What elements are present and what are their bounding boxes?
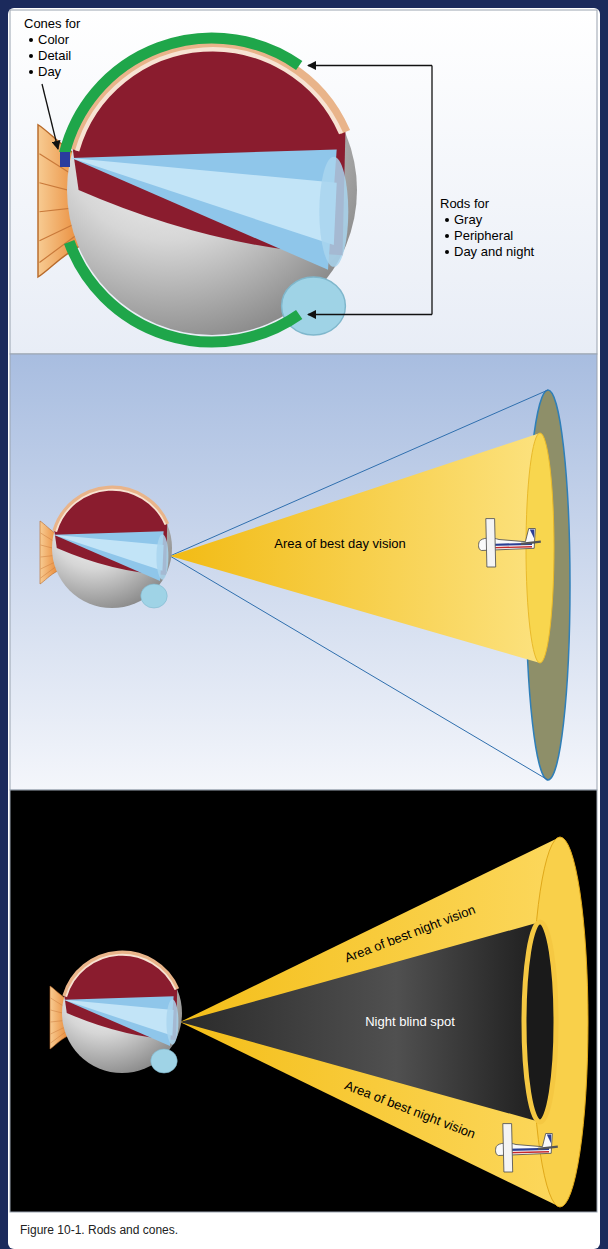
list-item: Day and night bbox=[454, 244, 534, 260]
bullets bbox=[29, 38, 449, 254]
cone-region bbox=[60, 152, 70, 167]
rod-region bbox=[69, 242, 299, 342]
bracket bbox=[431, 66, 432, 315]
blind-spot-cone bbox=[180, 922, 540, 1122]
label-slot: Color bbox=[38, 32, 69, 48]
region-label: Area of best night vision bbox=[342, 1078, 477, 1143]
field-of-view-end bbox=[526, 390, 570, 780]
label-slot: Night blind spot bbox=[365, 1014, 455, 1030]
leader-arrow bbox=[308, 314, 432, 315]
region-label: Night blind spot bbox=[365, 1014, 455, 1030]
label-slot: Area of best day vision bbox=[274, 536, 406, 552]
bullet bbox=[445, 218, 449, 222]
region-label: Area of best night vision bbox=[342, 902, 477, 967]
airplane bbox=[479, 519, 541, 567]
label-slot: Day and night bbox=[454, 244, 534, 260]
label-slot: Cones for bbox=[24, 16, 80, 32]
list-item: Detail bbox=[38, 48, 71, 64]
bullet bbox=[29, 54, 33, 58]
figure-caption: Figure 10-1. Rods and cones. bbox=[20, 1222, 178, 1238]
list-heading: Rods for bbox=[440, 196, 489, 212]
region-label: Area of best day vision bbox=[274, 536, 406, 552]
label-slot: Peripheral bbox=[454, 228, 513, 244]
label-slot: Detail bbox=[38, 48, 71, 64]
label-slot: Area of best night vision bbox=[342, 1078, 477, 1143]
leader-arrow bbox=[308, 65, 432, 66]
bullet bbox=[29, 70, 33, 74]
label-slot: Day bbox=[38, 64, 61, 80]
rod-region bbox=[65, 38, 300, 153]
list-item: Color bbox=[38, 32, 69, 48]
leader-arrow bbox=[42, 84, 58, 149]
caption-slot: Figure 10-1. Rods and cones. bbox=[20, 1222, 178, 1238]
blind-spot-cone-end bbox=[524, 922, 556, 1122]
list-item: Day bbox=[38, 64, 61, 80]
list-heading: Cones for bbox=[24, 16, 80, 32]
eye-cross-section bbox=[38, 44, 357, 335]
label-slot: Rods for bbox=[440, 196, 489, 212]
panel bbox=[10, 10, 597, 354]
eye-cross-section bbox=[40, 488, 172, 608]
label-slot: Gray bbox=[454, 212, 482, 228]
eye-cross-section bbox=[50, 953, 182, 1073]
list-item: Peripheral bbox=[454, 228, 513, 244]
airplane bbox=[496, 1124, 558, 1172]
day-vision-cone bbox=[170, 433, 540, 663]
list-item: Gray bbox=[454, 212, 482, 228]
bullet bbox=[445, 234, 449, 238]
bullet bbox=[445, 250, 449, 254]
label-slot: Area of best night vision bbox=[342, 902, 477, 967]
field-of-view bbox=[170, 390, 548, 780]
panel bbox=[10, 790, 597, 1212]
panel bbox=[10, 354, 597, 790]
bullet bbox=[29, 38, 33, 42]
night-vision-cone bbox=[180, 837, 560, 1207]
figure-frame bbox=[8, 8, 600, 1249]
